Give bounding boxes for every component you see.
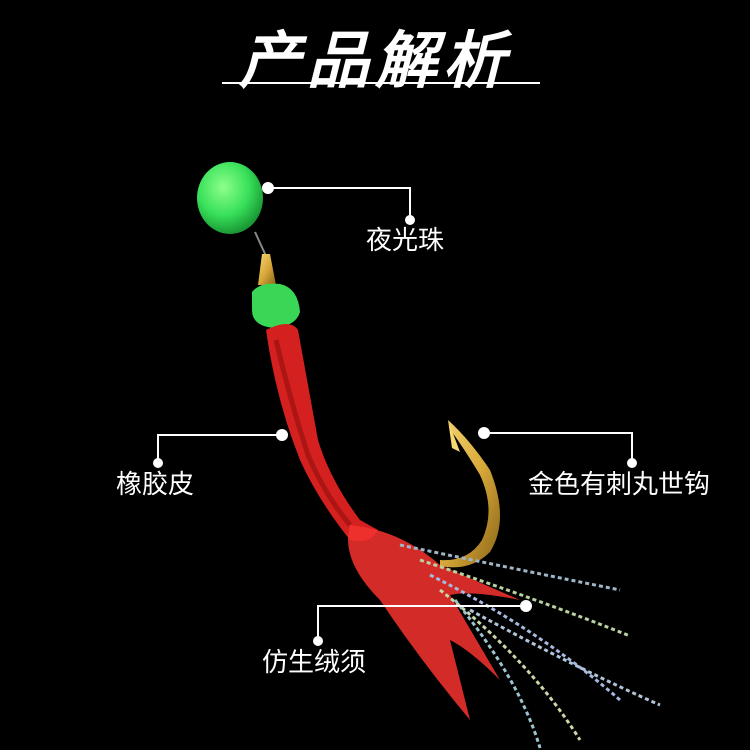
title-underline bbox=[222, 82, 540, 84]
rubber-skin-shade bbox=[273, 339, 352, 527]
rubber-skin-body bbox=[266, 324, 378, 542]
label-rubber-skin: 橡胶皮 bbox=[116, 470, 195, 500]
page-title: 产品解析 bbox=[238, 24, 511, 97]
callout-lines bbox=[153, 182, 637, 646]
green-sleeve bbox=[252, 283, 300, 328]
hook-barb bbox=[448, 420, 460, 452]
gold-swivel bbox=[258, 254, 276, 285]
gold-hook bbox=[440, 420, 500, 568]
label-bionic-whiskers: 仿生绒须 bbox=[262, 648, 367, 678]
red-feather-tail bbox=[348, 525, 520, 720]
label-glow-bead: 夜光珠 bbox=[366, 226, 445, 256]
bionic-whiskers bbox=[399, 543, 661, 749]
leader-wire bbox=[254, 231, 267, 257]
label-gold-hook: 金色有刺丸世钩 bbox=[528, 470, 711, 500]
glow-bead bbox=[197, 162, 263, 234]
